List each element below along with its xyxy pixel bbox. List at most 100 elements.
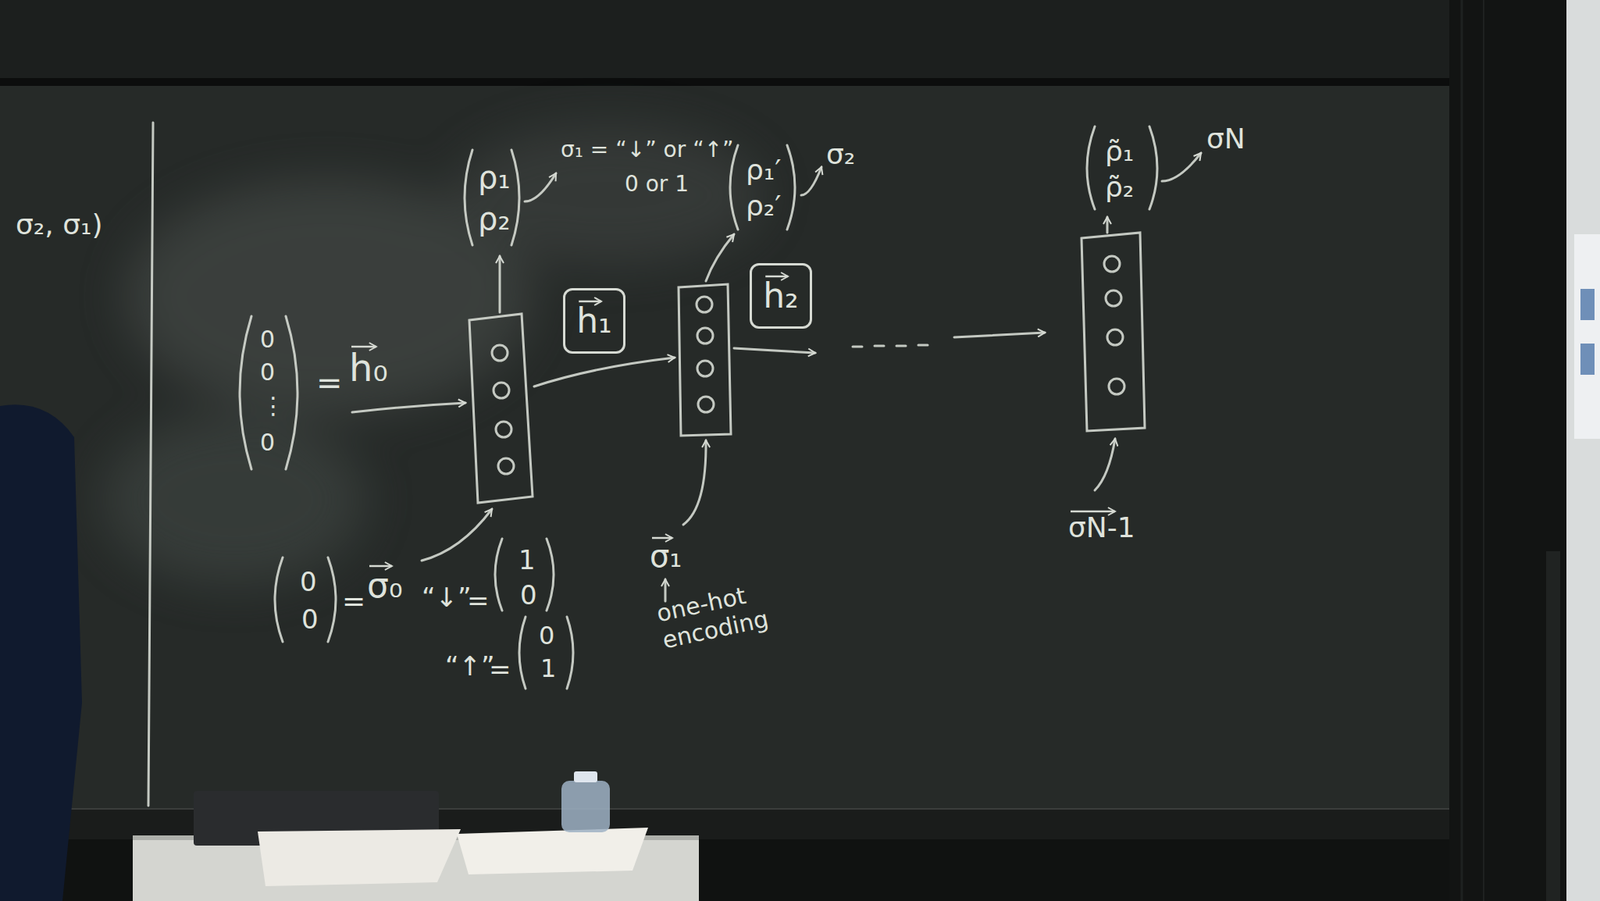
vector-arrow	[1070, 510, 1116, 514]
chalk-label: 0	[520, 581, 538, 609]
vector-arrow	[578, 300, 602, 303]
arrow	[498, 256, 502, 313]
parenthesis	[464, 149, 473, 246]
hidden-state-box: h₂	[749, 263, 813, 329]
frame-edge	[1461, 0, 1464, 901]
chalk-label: 1	[540, 655, 556, 681]
chalk-label: ρ₁′	[745, 156, 781, 185]
chalk-label: σ₁ = “↓” or “↑”	[560, 138, 735, 161]
chalk-label: 0	[301, 605, 319, 633]
parenthesis	[787, 145, 795, 230]
chalk-label: σ₀	[367, 568, 403, 603]
neuron	[498, 458, 514, 474]
chalk-label: 0	[538, 623, 555, 649]
poster-image	[1580, 343, 1595, 375]
chalk-label: ρ̃₂	[1104, 173, 1134, 202]
parenthesis	[239, 316, 252, 470]
neuron	[696, 296, 713, 313]
board-frame	[0, 78, 1453, 86]
chalk-label: ρ₂′	[745, 192, 781, 221]
chalk-label: =	[342, 587, 366, 616]
neuron	[1107, 329, 1123, 346]
state-label: h₁	[576, 303, 613, 339]
vector-arrow	[369, 565, 392, 568]
arrow	[534, 357, 675, 387]
chalk-label: h₀	[349, 349, 389, 387]
chalk-smudge	[101, 124, 766, 586]
chalk-label: “↑”	[445, 652, 496, 680]
neuron	[491, 345, 508, 361]
state-label: h₂	[762, 278, 799, 314]
arrow	[734, 348, 816, 353]
chalk-label: =	[466, 587, 490, 614]
arrow	[801, 167, 822, 196]
wall	[1566, 0, 1600, 901]
chalk-label: 0	[299, 568, 318, 596]
vector-arrow	[765, 275, 788, 278]
arrow	[1106, 217, 1109, 233]
neuron	[698, 396, 714, 413]
chalk-label: 1	[518, 546, 536, 574]
board-frame	[1449, 0, 1567, 901]
arrow	[954, 332, 1045, 338]
parenthesis	[495, 538, 503, 611]
chalk-label: σ₂	[826, 140, 856, 169]
chalk-label: =	[488, 655, 512, 683]
parenthesis	[285, 316, 298, 470]
chalk-label: 0	[260, 360, 275, 385]
arrow	[705, 234, 735, 282]
chalk-drawing	[148, 122, 1201, 806]
poster-image	[1580, 288, 1595, 321]
parenthesis	[566, 616, 574, 689]
rnn-cell	[1081, 232, 1145, 432]
chalk-label: “↓”	[421, 584, 472, 611]
vector-arrow	[652, 537, 673, 540]
chalk-label: σ₂, σ₁)	[15, 210, 103, 239]
pole	[1546, 551, 1561, 901]
chalk-label: σ₁	[649, 540, 682, 572]
neuron	[1108, 378, 1125, 395]
parenthesis	[519, 616, 526, 689]
chalk-label: 0	[260, 431, 275, 455]
neuron	[1104, 256, 1120, 272]
arrow	[1161, 153, 1201, 182]
frame-edge	[1482, 0, 1485, 901]
chalk-label: σN-1	[1068, 513, 1136, 542]
parenthesis	[546, 538, 554, 611]
bottle-cap	[573, 771, 598, 783]
arrow	[683, 440, 706, 525]
neuron	[697, 360, 713, 377]
chalk-stroke	[452, 124, 766, 266]
chalk-label: σN	[1206, 124, 1246, 154]
parenthesis	[1086, 126, 1095, 210]
parenthesis	[274, 557, 283, 642]
chalk-label: ⋮	[261, 394, 286, 418]
divider-line	[148, 122, 154, 806]
chalk-label: ρ̃₁	[1104, 137, 1134, 166]
arrow	[1094, 438, 1116, 491]
chalk-label: 0	[260, 327, 275, 352]
paper-sheet	[456, 827, 649, 875]
chalk-label: ρ₁	[477, 161, 510, 193]
rnn-cell	[678, 284, 731, 436]
paper-sheet	[257, 829, 461, 887]
arrow	[421, 509, 492, 561]
chalk-label: =	[316, 367, 343, 399]
arrow	[352, 402, 466, 413]
parenthesis	[1149, 126, 1158, 210]
rnn-cell	[469, 313, 533, 503]
arrow	[524, 173, 556, 202]
board-surface	[0, 85, 1450, 809]
parenthesis	[327, 557, 336, 642]
lecturer	[0, 404, 82, 901]
ellipsis-dashes	[852, 345, 928, 347]
hidden-state-box: h₁	[563, 288, 626, 354]
neuron	[493, 382, 510, 399]
poster	[1574, 234, 1600, 439]
vector-arrow	[351, 345, 377, 349]
parenthesis	[511, 149, 520, 246]
